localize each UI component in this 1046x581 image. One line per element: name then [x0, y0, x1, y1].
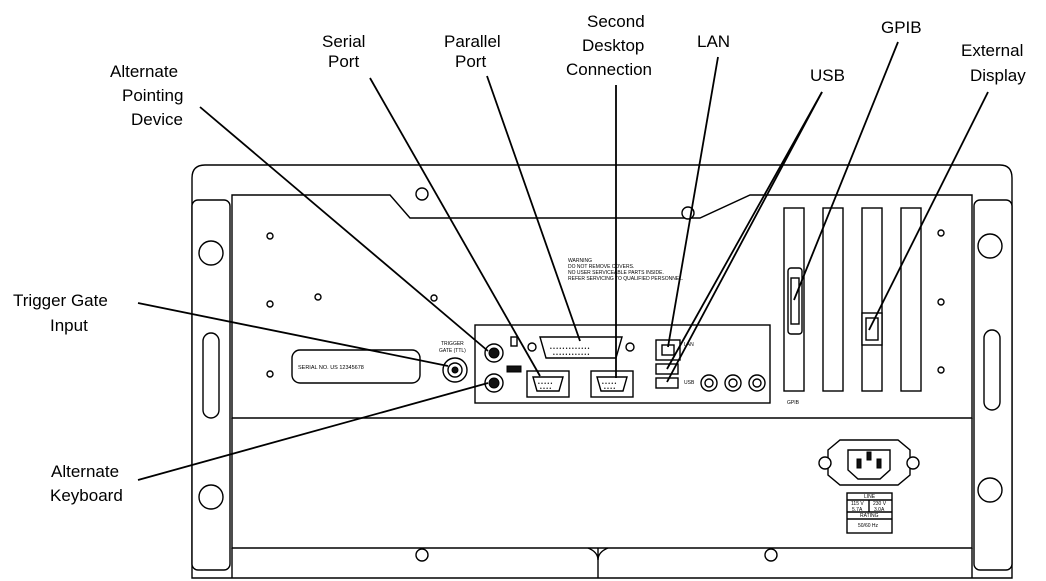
keyboard-icon [506, 365, 522, 373]
svg-text:Parallel: Parallel [444, 32, 501, 51]
svg-text:External: External [961, 41, 1023, 60]
svg-text:• • • • •: • • • • • [602, 381, 617, 387]
lan-port-label: LAN [684, 342, 694, 348]
callout-usb: USB [666, 66, 845, 383]
svg-text:USB: USB [810, 66, 845, 85]
svg-text:5.7A: 5.7A [852, 507, 863, 513]
svg-text:LAN: LAN [697, 32, 730, 51]
trigger-gate-connector: TRIGGER GATE (TTL) [439, 341, 468, 383]
trigger-label-1: TRIGGER [441, 341, 464, 347]
svg-text:GPIB: GPIB [881, 18, 922, 37]
second-desktop-connector: • • • • • • • • • [590, 370, 634, 398]
svg-text:RATING: RATING [860, 513, 879, 519]
svg-text:Port: Port [455, 52, 486, 71]
trigger-label-2: GATE (TTL) [439, 348, 466, 354]
expansion-slots: GPIB [783, 207, 922, 406]
svg-text:• • • • • • • • • • • •: • • • • • • • • • • • • [553, 352, 590, 358]
svg-text:• • • •: • • • • [604, 386, 615, 392]
svg-text:LINE: LINE [864, 494, 876, 500]
svg-text:REFER SERVICING TO QUALIFIED P: REFER SERVICING TO QUALIFIED PERSONNEL. [568, 276, 683, 282]
warning-label: WARNING DO NOT REMOVE COVERS. NO USER SE… [568, 258, 683, 282]
usb-port-label: USB [684, 380, 695, 386]
left-handle [191, 199, 231, 571]
rating-label: LINE 115 V 230 V 5.7A 3.0A RATING 50/60 … [846, 492, 893, 534]
svg-text:Serial: Serial [322, 32, 365, 51]
svg-text:WARNING: WARNING [568, 258, 592, 264]
svg-text:Connection: Connection [566, 60, 652, 79]
callout-trigger-gate: Trigger Gate Input [13, 291, 449, 367]
callout-alt-pointing: Alternate Pointing Device [110, 62, 489, 352]
svg-text:50/60 Hz: 50/60 Hz [858, 523, 879, 529]
callout-alt-keyboard: Alternate Keyboard [50, 382, 489, 505]
serial-port-connector: • • • • • • • • • [526, 370, 570, 398]
svg-text:DO NOT REMOVE COVERS.: DO NOT REMOVE COVERS. [568, 264, 634, 270]
mouse-icon [510, 336, 518, 347]
right-handle [973, 199, 1013, 571]
serial-number-plate: SERIAL NO. US 12345678 [291, 349, 421, 384]
svg-text:Device: Device [131, 110, 183, 129]
io-panel: • • • • • • • • • • • • • • • • • • • • … [474, 324, 771, 404]
svg-text:Keyboard: Keyboard [50, 486, 123, 505]
svg-text:• • • •: • • • • [540, 386, 551, 392]
gpib-connector [787, 267, 803, 335]
parallel-port-connector: • • • • • • • • • • • • • • • • • • • • … [527, 336, 635, 359]
callout-external-display: External Display [868, 41, 1026, 331]
callout-second-desktop: Second Desktop Connection [566, 12, 652, 378]
svg-text:Desktop: Desktop [582, 36, 644, 55]
svg-text:Display: Display [970, 66, 1026, 85]
svg-text:230 V: 230 V [873, 501, 887, 507]
svg-text:• • • • • • • • • • • • •: • • • • • • • • • • • • • [550, 346, 590, 352]
callout-serial-port: Serial Port [322, 32, 541, 377]
serial-number-text: SERIAL NO. US 12345678 [298, 365, 364, 371]
svg-text:3.0A: 3.0A [874, 507, 885, 513]
svg-text:• • • • •: • • • • • [538, 381, 553, 387]
callout-lan: LAN [667, 32, 730, 348]
svg-text:115 V: 115 V [851, 501, 864, 507]
power-inlet [818, 439, 920, 486]
external-display-connector [861, 312, 883, 346]
callout-parallel-port: Parallel Port [444, 32, 581, 342]
svg-text:Trigger Gate: Trigger Gate [13, 291, 108, 310]
svg-text:Alternate: Alternate [110, 62, 178, 81]
svg-text:Alternate: Alternate [51, 462, 119, 481]
chassis [191, 164, 1013, 579]
svg-text:Port: Port [328, 52, 359, 71]
callout-gpib: GPIB [793, 18, 922, 301]
svg-text:Pointing: Pointing [122, 86, 183, 105]
svg-text:Input: Input [50, 316, 88, 335]
svg-text:Second: Second [587, 12, 645, 31]
gpib-card-label: GPIB [787, 400, 800, 406]
